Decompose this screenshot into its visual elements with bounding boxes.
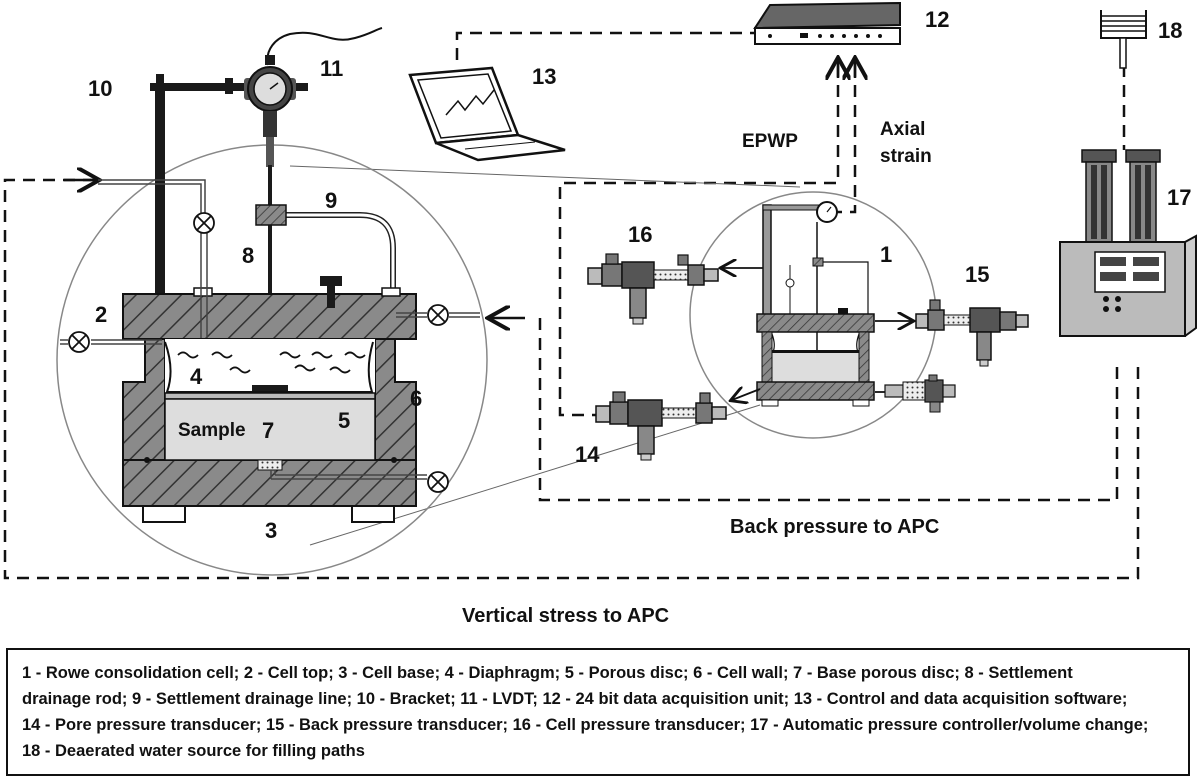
- axial-strain-label-1: Axial: [880, 119, 925, 140]
- label-18: 18: [1158, 18, 1182, 43]
- small-transducer: [884, 374, 956, 413]
- lvdt: [244, 27, 383, 167]
- label-16: 16: [628, 222, 652, 247]
- base-porous-disc: [257, 459, 283, 471]
- label-5: 5: [338, 408, 350, 433]
- legend-line: drainage rod; 9 - Settlement drainage li…: [22, 690, 1128, 708]
- dashed-lines: [3, 31, 1140, 580]
- number-labels: 1 2 3 4 5 6 7 8 9 10 11 12 13 14 15 16 1…: [88, 7, 1191, 543]
- axial-strain-label-2: strain: [880, 146, 932, 167]
- cell-foot-left: [142, 505, 186, 523]
- drainage-fitting: [255, 204, 287, 226]
- pipes: [60, 179, 480, 480]
- water-waves: [177, 351, 366, 374]
- label-1: 1: [880, 242, 892, 267]
- porous-disc: [164, 392, 376, 400]
- sample: [164, 398, 376, 461]
- back-pressure-transducer: [915, 299, 1029, 367]
- label-7: 7: [262, 418, 274, 443]
- top-vent: [320, 276, 342, 308]
- loading-plate: [252, 385, 288, 391]
- water-source: [1100, 10, 1147, 69]
- label-3: 3: [265, 518, 277, 543]
- cell-wall-left: [122, 338, 166, 461]
- apparatus-diagram: 1 2 3 4 5 6 7 8 9 10 11 12 13 14 15 16 1…: [3, 1, 1197, 627]
- label-10: 10: [88, 76, 112, 101]
- valves: [68, 212, 449, 493]
- legend-line: 14 - Pore pressure transducer; 15 - Back…: [22, 716, 1149, 734]
- cell-top: [122, 293, 417, 340]
- pore-pressure-transducer: [595, 391, 727, 461]
- epwp-label: EPWP: [742, 131, 798, 152]
- back-pressure-label: Back pressure to APC: [730, 516, 939, 538]
- label-4: 4: [190, 364, 203, 389]
- arrow-heads: [64, 60, 855, 318]
- legend-line: 18 - Deaerated water source for filling …: [22, 742, 365, 760]
- laptop: [408, 66, 566, 162]
- cell-overview: [756, 201, 875, 407]
- label-15: 15: [965, 262, 989, 287]
- vertical-stress-label: Vertical stress to APC: [462, 605, 669, 627]
- label-14: 14: [575, 442, 600, 467]
- cell-pressure-transducer: [587, 253, 719, 325]
- label-17: 17: [1167, 185, 1191, 210]
- cell-foot-right: [351, 505, 395, 523]
- pressure-controller: [1059, 149, 1197, 337]
- label-12: 12: [925, 7, 949, 32]
- sample-label: Sample: [178, 420, 246, 441]
- legend: 1 - Rowe consolidation cell; 2 - Cell to…: [6, 648, 1190, 776]
- label-2: 2: [95, 302, 107, 327]
- bracket: [150, 74, 308, 293]
- legend-line: 1 - Rowe consolidation cell; 2 - Cell to…: [22, 664, 1073, 682]
- label-8: 8: [242, 243, 254, 268]
- label-6: 6: [410, 386, 422, 411]
- label-9: 9: [325, 188, 337, 213]
- label-11: 11: [320, 56, 343, 81]
- settlement-rod: [268, 165, 272, 387]
- daq-unit: [753, 1, 901, 45]
- label-13: 13: [532, 64, 556, 89]
- cell-overview-arrows: [722, 268, 912, 400]
